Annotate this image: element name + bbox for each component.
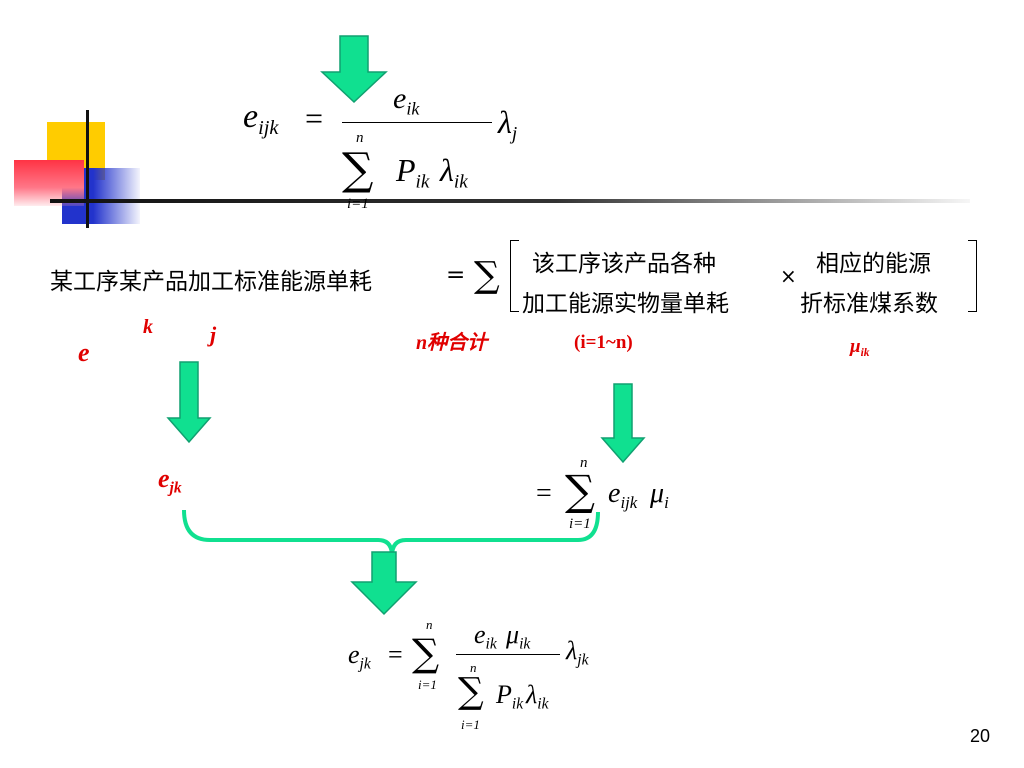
f3-lhs: ejk bbox=[348, 640, 371, 673]
f1-fraction-bar bbox=[342, 122, 492, 124]
f1-numerator: eik bbox=[393, 82, 420, 119]
f3-equals: = bbox=[388, 640, 403, 669]
cn-equals: = bbox=[446, 262, 466, 288]
cn-right-bracket bbox=[968, 240, 977, 312]
curly-brace bbox=[182, 509, 600, 557]
arrow-right-down bbox=[600, 383, 646, 464]
label-e: e bbox=[78, 338, 90, 367]
deco-vertical-line bbox=[86, 110, 89, 228]
label-range: (i=1~n) bbox=[574, 332, 633, 353]
f1-mult-lambda: λj bbox=[498, 104, 518, 145]
label-j: j bbox=[210, 322, 217, 347]
f3-sum-top: n bbox=[426, 617, 433, 632]
f1-den-p: Pik bbox=[396, 152, 430, 193]
cn-sum-sign: ∑ bbox=[474, 255, 500, 296]
f3-fraction-bar bbox=[456, 654, 560, 656]
deco-red-square bbox=[14, 160, 84, 206]
f2-sum-bottom: i=1 bbox=[569, 516, 591, 532]
cn-left-top: 该工序该产品各种 bbox=[532, 251, 716, 277]
label-n-total: n种合计 bbox=[416, 332, 488, 354]
f1-lhs: eijk bbox=[243, 98, 279, 140]
f2-e: eijk bbox=[608, 478, 638, 512]
f3-num-e: eik bbox=[474, 620, 497, 653]
cn-right-top: 相应的能源 bbox=[816, 251, 931, 277]
f2-equals: = bbox=[536, 478, 552, 509]
f1-equals: = bbox=[305, 100, 324, 136]
f1-den-lambda: λik bbox=[440, 152, 468, 193]
deco-horizontal-line bbox=[50, 199, 970, 203]
arrow-left-down bbox=[166, 361, 212, 444]
label-mu: μik bbox=[850, 336, 870, 359]
label-ejk: ejk bbox=[158, 464, 182, 497]
f1-sum-sign: ∑ bbox=[342, 144, 374, 195]
f3-den-lambda: λik bbox=[526, 680, 549, 713]
f1-sum-top: n bbox=[356, 130, 364, 146]
f2-sum-top: n bbox=[580, 455, 588, 471]
arrow-bottom bbox=[350, 551, 418, 616]
cn-times: × bbox=[780, 264, 797, 288]
f3-den-sum-sign: ∑ bbox=[458, 671, 484, 712]
label-k: k bbox=[143, 316, 153, 338]
f3-den-sum-bottom: i=1 bbox=[461, 717, 480, 732]
f3-sum-sign: ∑ bbox=[412, 631, 440, 675]
f3-den-p: Pik bbox=[496, 680, 524, 713]
f3-den-sum-top: n bbox=[470, 660, 477, 675]
f1-sum-bottom: i=1 bbox=[347, 196, 369, 212]
cn-left-bracket bbox=[510, 240, 519, 312]
cn-right-bottom: 折标准煤系数 bbox=[800, 291, 938, 317]
f3-sum-bottom: i=1 bbox=[418, 677, 437, 692]
cn-left-bottom: 加工能源实物量单耗 bbox=[522, 291, 729, 317]
cn-lhs: 某工序某产品加工标准能源单耗 bbox=[50, 269, 372, 295]
f3-mult-lambda: λjk bbox=[566, 636, 589, 669]
arrow-top bbox=[320, 35, 388, 104]
f2-sum-sign: ∑ bbox=[565, 466, 595, 515]
f2-mu: μi bbox=[650, 478, 669, 512]
f3-num-mu: μik bbox=[506, 620, 531, 653]
page-number: 20 bbox=[970, 726, 991, 746]
